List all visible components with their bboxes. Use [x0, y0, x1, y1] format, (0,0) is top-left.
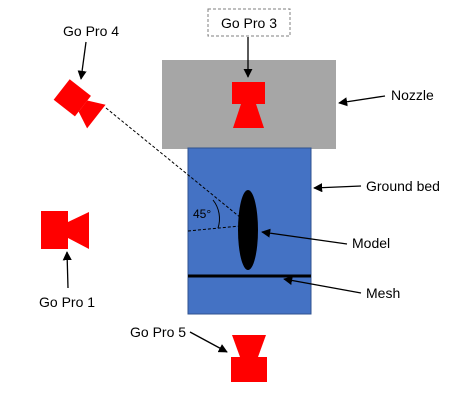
mesh-label: Mesh: [366, 285, 400, 301]
model-ellipse: [238, 190, 258, 270]
model-label: Model: [352, 235, 390, 251]
nozzle-arrow: [338, 95, 386, 107]
gopro4-arrow: [77, 41, 87, 80]
angle-label: 45°: [193, 207, 211, 221]
gopro4-camera-icon: [53, 79, 106, 129]
ground-bed-arrow: [313, 183, 362, 193]
gopro3-camera-icon: [232, 82, 265, 128]
sight-line-gopro4: [105, 107, 242, 219]
nozzle-label: Nozzle: [391, 87, 434, 103]
gopro1-camera-icon: [41, 211, 89, 249]
ground-bed-label: Ground bed: [366, 178, 440, 194]
gopro5-arrow: [189, 331, 228, 353]
angle-arc: [212, 199, 220, 229]
gopro3-label-box: [207, 8, 291, 37]
horizontal-reference-line: [187, 225, 241, 232]
gopro3-label: Go Pro 3: [221, 15, 277, 31]
gopro5-camera-icon: [231, 335, 267, 382]
gopro5-label: Go Pro 5: [130, 324, 186, 340]
mesh-arrow: [283, 275, 362, 294]
gopro1-arrow: [62, 251, 72, 289]
gopro4-label: Go Pro 4: [63, 23, 119, 39]
model-arrow: [261, 228, 348, 245]
gopro1-label: Go Pro 1: [39, 294, 95, 310]
